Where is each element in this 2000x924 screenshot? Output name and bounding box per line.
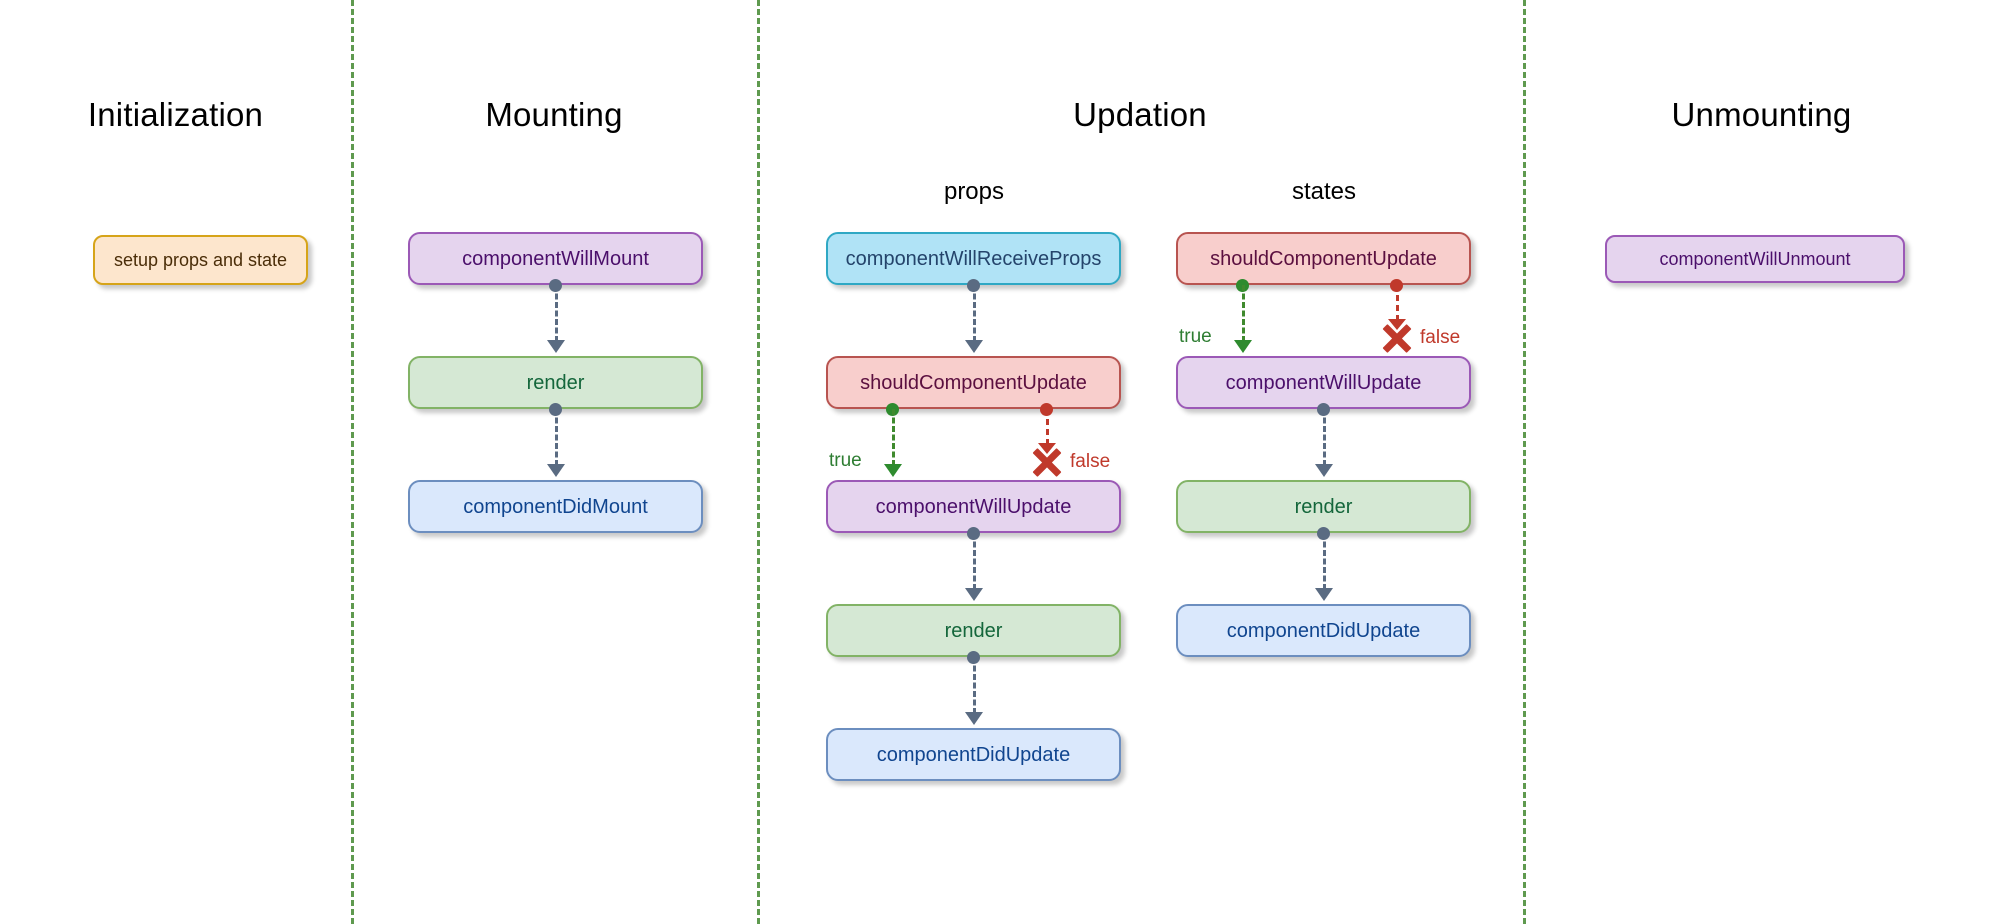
node-setup-props-and-state[interactable]: setup props and state xyxy=(93,235,308,285)
stop-x-icon-false-states xyxy=(1380,321,1414,355)
node-render-mounting[interactable]: render xyxy=(408,356,703,409)
connector-line-props-2 xyxy=(973,533,976,590)
node-component-did-update-states[interactable]: componentDidUpdate xyxy=(1176,604,1471,657)
node-component-did-update-props[interactable]: componentDidUpdate xyxy=(826,728,1121,781)
column-title-updation: Updation xyxy=(1073,96,1207,133)
connector-arrow-states-2 xyxy=(1315,588,1333,601)
node-render-states[interactable]: render xyxy=(1176,480,1471,533)
branch-line-false-states xyxy=(1396,285,1399,321)
node-should-component-update-states[interactable]: shouldComponentUpdate xyxy=(1176,232,1471,285)
connector-line-mounting-2 xyxy=(555,409,558,466)
stop-x-icon-false-props xyxy=(1030,445,1064,479)
connector-line-props-1 xyxy=(973,285,976,342)
column-divider-1 xyxy=(351,0,354,924)
connector-arrow-props-3 xyxy=(965,712,983,725)
subcolumn-title-states: states xyxy=(1291,178,1357,205)
branch-arrow-true-props xyxy=(884,464,902,477)
branch-line-false-props xyxy=(1046,409,1049,445)
connector-line-mounting-1 xyxy=(555,285,558,342)
connector-arrow-mounting-2 xyxy=(547,464,565,477)
node-component-will-unmount[interactable]: componentWillUnmount xyxy=(1605,235,1905,283)
node-render-props[interactable]: render xyxy=(826,604,1121,657)
node-component-did-mount[interactable]: componentDidMount xyxy=(408,480,703,533)
connector-line-states-1 xyxy=(1323,409,1326,466)
branch-arrow-false-states xyxy=(1388,319,1406,330)
column-title-mounting: Mounting xyxy=(485,96,623,133)
subcolumn-title-props: props xyxy=(943,178,1005,205)
branch-line-true-props xyxy=(892,409,895,466)
branch-label-true-props: true xyxy=(829,450,862,471)
branch-label-false-states: false xyxy=(1420,327,1461,348)
connector-arrow-props-1 xyxy=(965,340,983,353)
node-component-will-update-props[interactable]: componentWillUpdate xyxy=(826,480,1121,533)
column-divider-3 xyxy=(1523,0,1526,924)
connector-arrow-mounting-1 xyxy=(547,340,565,353)
branch-arrow-false-props xyxy=(1038,443,1056,454)
branch-label-true-states: true xyxy=(1179,326,1212,347)
node-component-will-update-states[interactable]: componentWillUpdate xyxy=(1176,356,1471,409)
connector-line-props-3 xyxy=(973,657,976,714)
branch-label-false-props: false xyxy=(1070,451,1111,472)
connector-arrow-states-1 xyxy=(1315,464,1333,477)
branch-arrow-true-states xyxy=(1234,340,1252,353)
node-should-component-update-props[interactable]: shouldComponentUpdate xyxy=(826,356,1121,409)
node-component-will-mount[interactable]: componentWillMount xyxy=(408,232,703,285)
node-component-will-receive-props[interactable]: componentWillReceiveProps xyxy=(826,232,1121,285)
connector-arrow-props-2 xyxy=(965,588,983,601)
column-title-initialization: Initialization xyxy=(87,96,264,133)
connector-line-states-2 xyxy=(1323,533,1326,590)
branch-line-true-states xyxy=(1242,285,1245,342)
column-divider-2 xyxy=(757,0,760,924)
column-title-unmounting: Unmounting xyxy=(1671,96,1852,133)
